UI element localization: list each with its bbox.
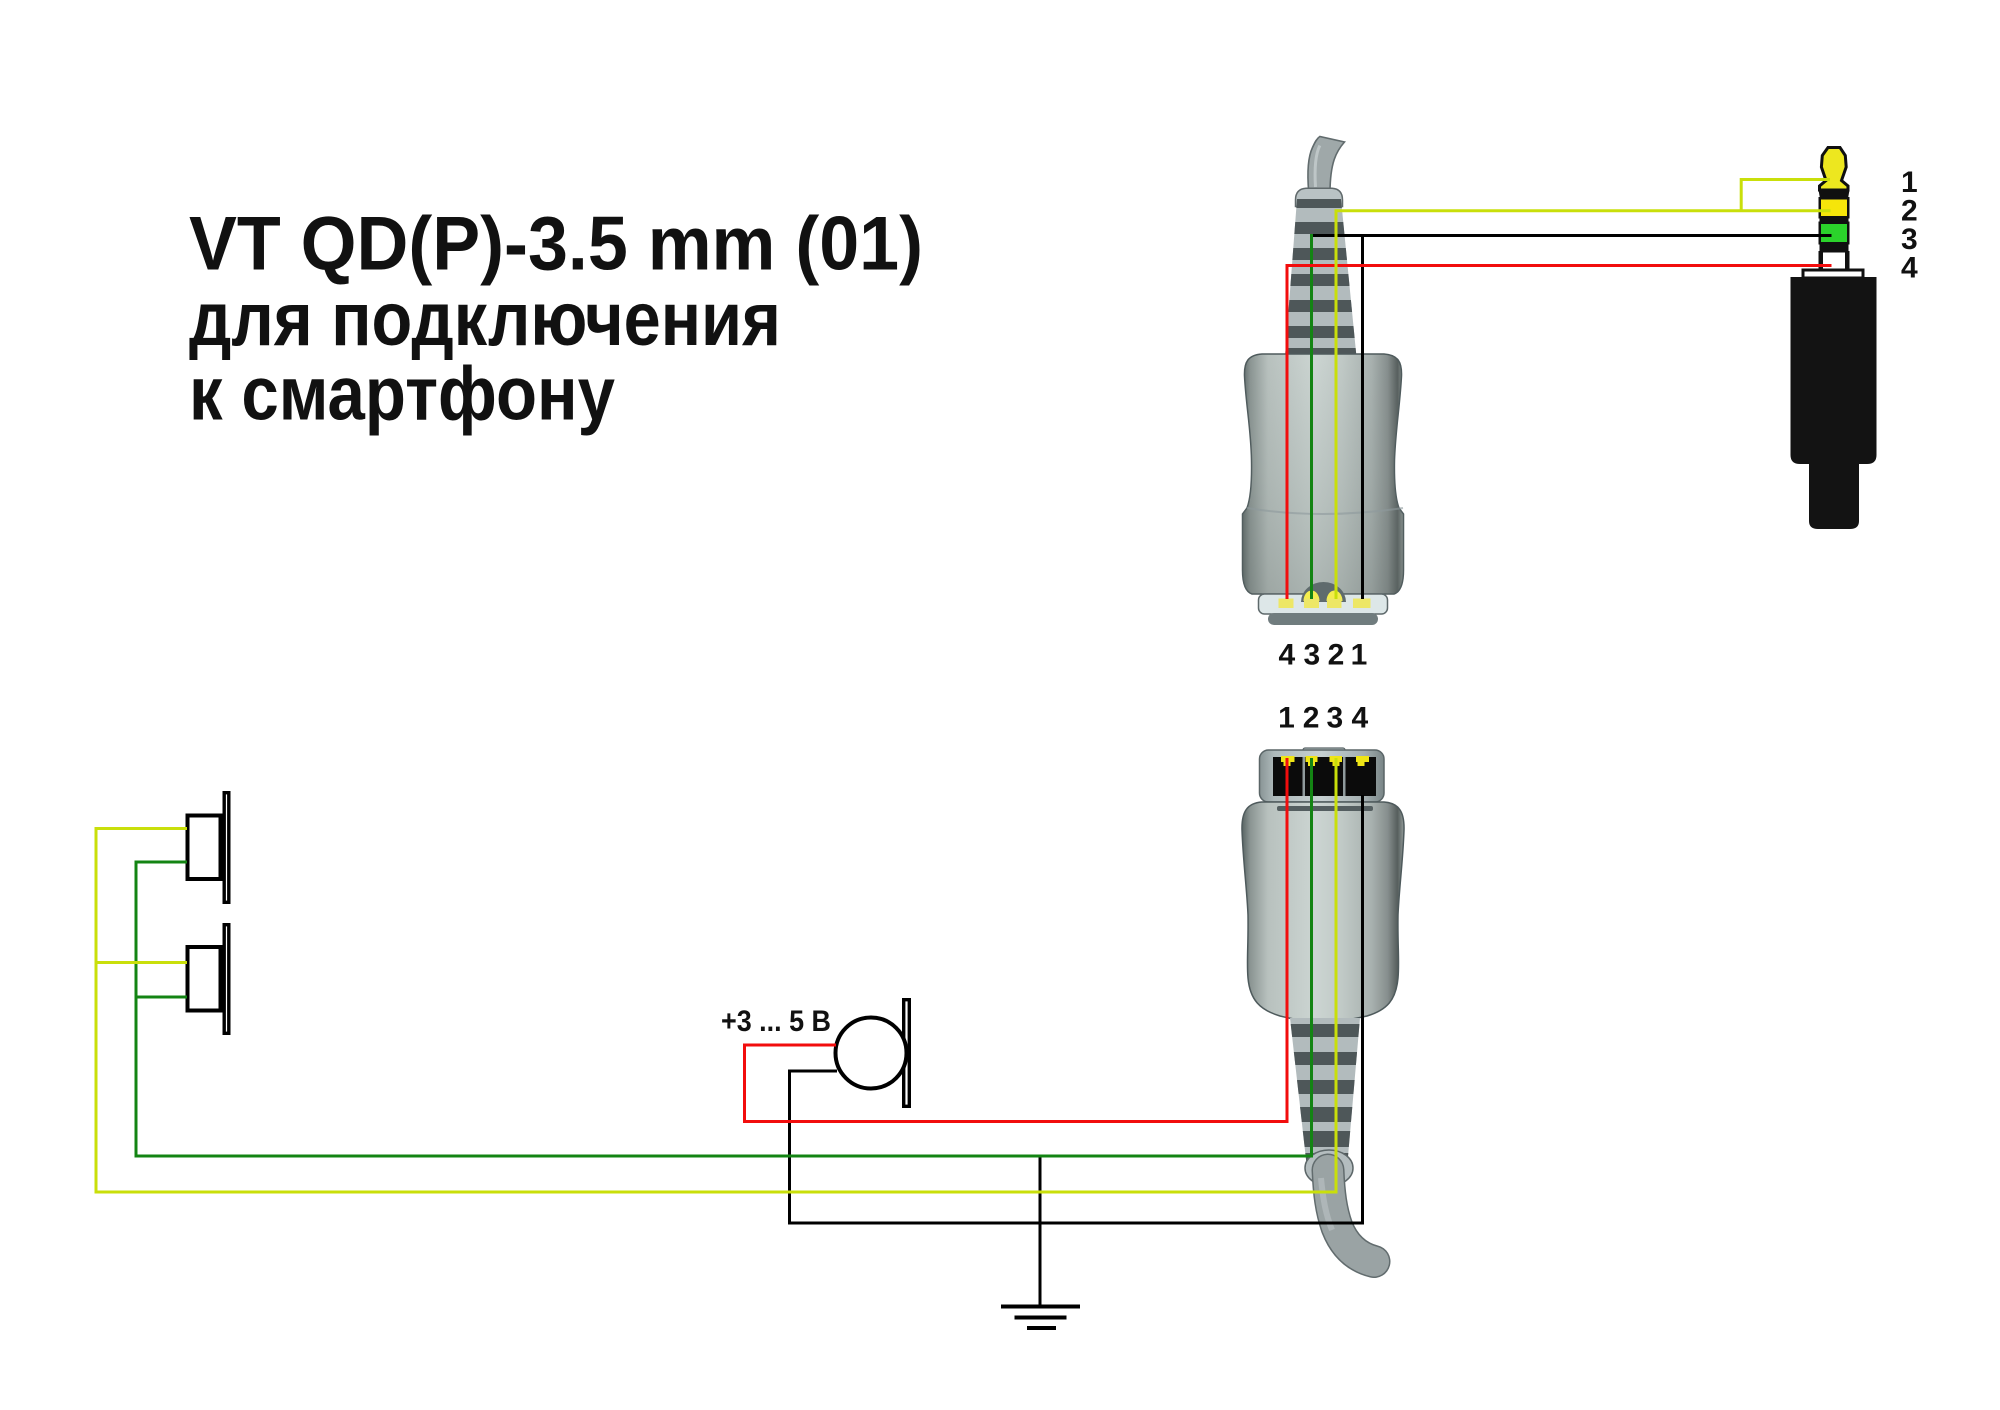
svg-text:для подключения: для подключения — [189, 277, 781, 362]
svg-text:3: 3 — [1901, 223, 1918, 256]
svg-text:2: 2 — [1901, 195, 1918, 228]
svg-text:1: 1 — [1278, 702, 1295, 735]
svg-text:1: 1 — [1901, 166, 1918, 199]
svg-text:VT QD(P)-3.5 mm (01): VT QD(P)-3.5 mm (01) — [189, 202, 923, 287]
svg-text:к смартфону: к смартфону — [189, 352, 615, 437]
svg-text:4: 4 — [1279, 639, 1296, 672]
svg-text:3: 3 — [1327, 702, 1344, 735]
svg-text:+3 ... 5 В: +3 ... 5 В — [721, 1005, 831, 1038]
svg-text:1: 1 — [1351, 639, 1368, 672]
svg-text:4: 4 — [1901, 251, 1918, 284]
svg-text:2: 2 — [1328, 639, 1345, 672]
svg-text:4: 4 — [1351, 702, 1368, 735]
svg-text:3: 3 — [1304, 639, 1321, 672]
svg-text:2: 2 — [1303, 702, 1320, 735]
